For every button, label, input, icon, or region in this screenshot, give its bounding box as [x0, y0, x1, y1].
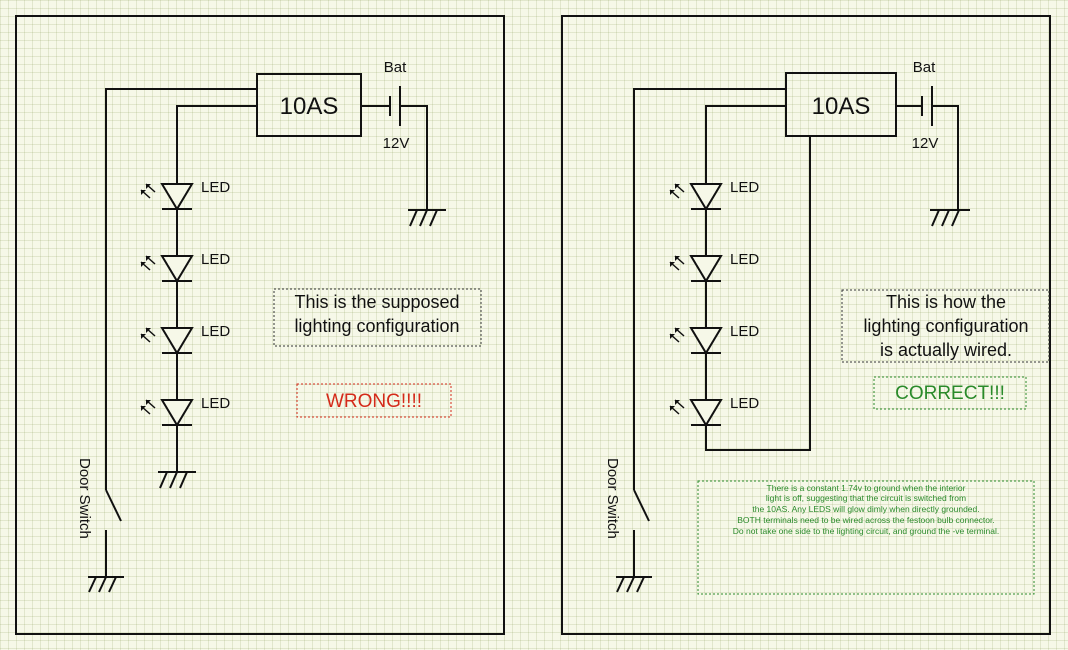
right-led-2: LED — [669, 251, 759, 283]
left-battery-voltage: 12V — [383, 135, 410, 152]
right-door-switch-label: Door Switch — [604, 458, 621, 539]
right-10as-box — [785, 72, 897, 137]
right-panel: 10AS Door Switch LED LED LED LED Bat 12V — [561, 15, 1051, 635]
right-led-4: LED — [669, 395, 759, 427]
led-light-arrows-icon — [140, 399, 156, 415]
right-10as-label: 10AS — [812, 93, 871, 120]
left-led-2: LED — [140, 251, 230, 283]
left-led-label-1: LED — [201, 179, 230, 196]
left-led-1: LED — [140, 179, 230, 211]
left-led-4: LED — [140, 395, 230, 427]
right-led-label-3: LED — [730, 323, 759, 340]
led-light-arrows-icon — [140, 255, 156, 271]
right-led-group: LED LED LED LED — [669, 179, 759, 427]
left-led-label-3: LED — [201, 323, 230, 340]
left-battery-ground-symbol — [408, 209, 446, 227]
right-note-line-1: This is how the — [886, 292, 1006, 312]
left-led-group: LED LED LED LED — [140, 179, 230, 427]
right-explanation-line-1: There is a constant 1.74v to ground when… — [767, 483, 966, 493]
right-led-label-1: LED — [730, 179, 759, 196]
right-battery-ground-symbol — [930, 209, 970, 227]
right-panel-frame — [561, 15, 1051, 635]
left-note-line-2: lighting configuration — [294, 316, 459, 336]
left-verdict-box — [296, 383, 452, 418]
left-switch-ground-symbol — [88, 576, 124, 593]
right-note-box — [841, 289, 1050, 363]
left-led-label-2: LED — [201, 251, 230, 268]
left-led-chain-wire — [176, 105, 257, 472]
right-led-1: LED — [669, 179, 759, 211]
right-explanation-line-2: light is off, suggesting that the circui… — [766, 493, 966, 503]
led-light-arrows-icon — [669, 327, 685, 343]
led-light-arrows-icon — [669, 255, 685, 271]
led-light-arrows-icon — [140, 183, 156, 199]
right-explanation-line-5: Do not take one side to the lighting cir… — [733, 526, 1000, 536]
led-light-arrows-icon — [669, 399, 685, 415]
left-led-label-4: LED — [201, 395, 230, 412]
right-explanation-line-3: the 10AS. Any LEDS will glow dimly when … — [752, 504, 979, 514]
right-explanation-line-4: BOTH terminals need to be wired across t… — [737, 515, 995, 525]
right-led-3: LED — [669, 323, 759, 355]
right-battery-label: Bat — [913, 59, 936, 76]
left-battery-symbol — [361, 86, 428, 210]
right-battery-voltage: 12V — [912, 135, 939, 152]
left-10as-label: 10AS — [280, 93, 339, 120]
right-explanation-box — [697, 480, 1035, 595]
right-switch-ground-symbol — [616, 576, 652, 593]
right-verdict-label: CORRECT!!! — [895, 383, 1005, 404]
left-switch-feed-wire — [105, 88, 257, 490]
led-light-arrows-icon — [669, 183, 685, 199]
left-door-switch-blade — [105, 489, 122, 522]
left-led-3: LED — [140, 323, 230, 355]
right-led-label-2: LED — [730, 251, 759, 268]
right-verdict-box — [873, 376, 1027, 410]
right-switch-feed-wire — [633, 88, 786, 490]
left-led-ground-symbol — [158, 471, 196, 489]
left-verdict-label: WRONG!!!! — [326, 391, 422, 412]
right-door-switch-blade — [633, 489, 650, 522]
left-note-line-1: This is the supposed — [294, 292, 459, 312]
right-led-label-4: LED — [730, 395, 759, 412]
right-battery-symbol — [896, 86, 959, 210]
left-door-switch-label: Door Switch — [76, 458, 93, 539]
left-panel-frame — [15, 15, 505, 635]
left-battery-label: Bat — [384, 59, 407, 76]
right-note-line-2: lighting configuration — [863, 316, 1028, 336]
right-led-chain-wire — [705, 105, 811, 451]
right-note-line-3: is actually wired. — [880, 340, 1012, 360]
led-light-arrows-icon — [140, 327, 156, 343]
